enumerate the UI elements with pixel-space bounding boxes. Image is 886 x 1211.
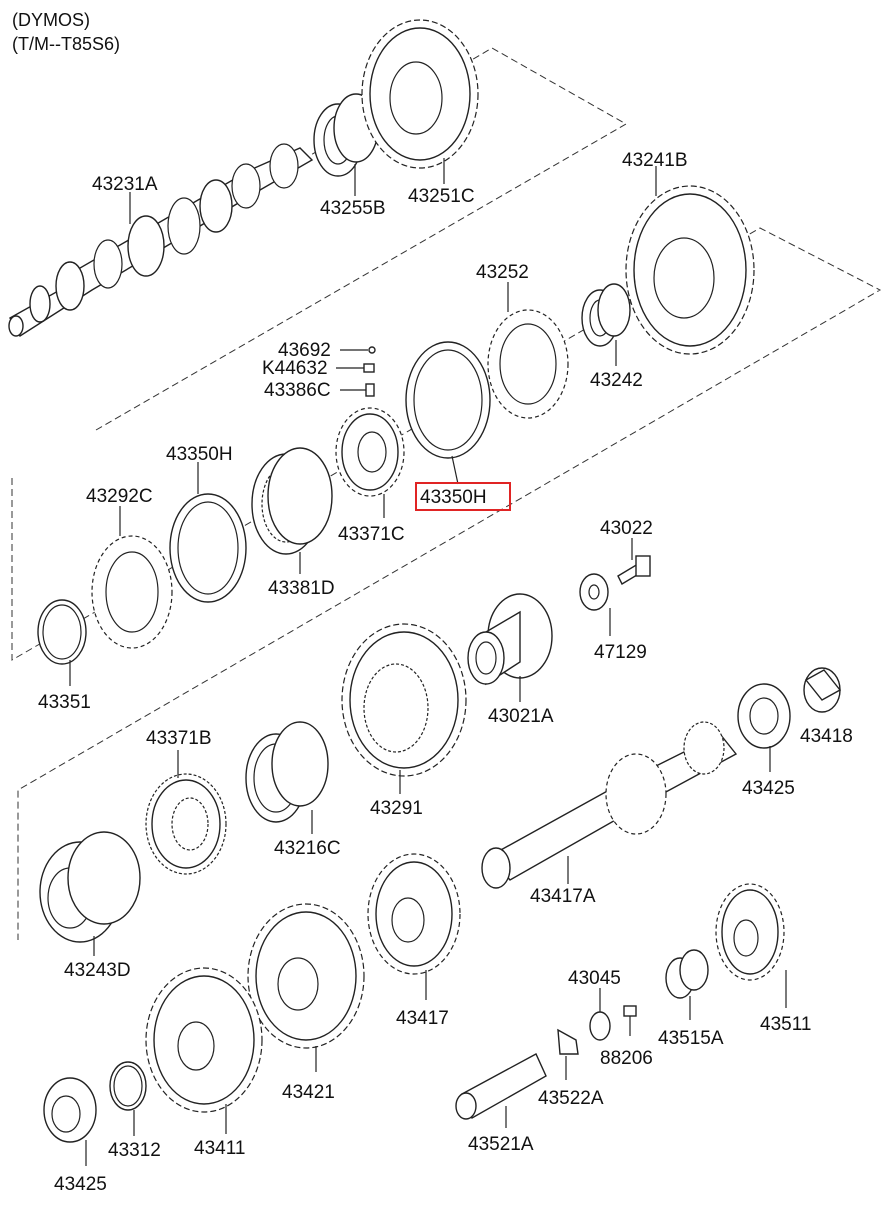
cone-ring-43292C[interactable]	[91, 535, 173, 649]
bearing-retainer-43021A[interactable]	[467, 593, 553, 686]
label-43021A[interactable]: 43021A	[488, 706, 554, 727]
label-43022[interactable]: 43022	[600, 518, 653, 539]
frame-lower	[11, 227, 882, 940]
label-43511[interactable]: 43511	[760, 1014, 811, 1035]
washer-47129[interactable]	[579, 573, 609, 611]
label-43242[interactable]: 43242	[590, 370, 643, 391]
label-43350H-right[interactable]: 43350H	[420, 487, 487, 508]
synchro-ring-43350H-right[interactable]	[405, 341, 491, 459]
label-43241B[interactable]: 43241B	[622, 150, 688, 171]
label-43312[interactable]: 43312	[108, 1140, 161, 1161]
plate-43522A[interactable]	[557, 1028, 579, 1055]
bolt-43022[interactable]	[617, 555, 651, 585]
header-model: (T/M--T85S6)	[12, 34, 120, 54]
label-43425-upper[interactable]: 43425	[742, 778, 795, 799]
needle-bearing-43515A[interactable]	[665, 949, 709, 999]
gear-43411[interactable]	[145, 967, 263, 1113]
label-43692[interactable]: 43692	[278, 340, 331, 361]
snap-ring-43312[interactable]	[109, 1061, 147, 1111]
sleeve-43381D[interactable]	[251, 447, 333, 555]
label-43371C[interactable]: 43371C	[338, 524, 405, 545]
roller-bearing-43243D[interactable]	[39, 831, 141, 943]
label-43521A[interactable]: 43521A	[468, 1134, 534, 1155]
gear-43291[interactable]	[341, 623, 467, 777]
gear-43417[interactable]	[367, 853, 461, 975]
bolt-88206[interactable]	[623, 1005, 637, 1036]
label-43386C[interactable]: 43386C	[264, 380, 331, 401]
header-maker: (DYMOS)	[12, 10, 90, 30]
ball-bearing-43425-upper[interactable]	[737, 683, 791, 749]
label-43425-lower[interactable]: 43425	[54, 1174, 107, 1195]
o-ring-43045[interactable]	[589, 1011, 611, 1041]
hub-43371C[interactable]	[335, 407, 405, 497]
label-43417[interactable]: 43417	[396, 1008, 449, 1029]
cone-ring-43252[interactable]	[487, 309, 569, 419]
input-shaft-part[interactable]	[8, 143, 314, 337]
label-43421[interactable]: 43421	[282, 1082, 335, 1103]
label-43216C[interactable]: 43216C	[274, 838, 341, 859]
countershaft-43417A[interactable]	[481, 721, 738, 889]
label-88206[interactable]: 88206	[600, 1048, 653, 1069]
label-43411[interactable]: 43411	[194, 1138, 245, 1159]
highlight-box	[415, 482, 511, 511]
label-43255B[interactable]: 43255B	[320, 198, 386, 219]
spring-K44632[interactable]	[363, 363, 375, 373]
label-K44632[interactable]: K44632	[262, 358, 328, 379]
label-43045[interactable]: 43045	[568, 968, 621, 989]
ball-43692[interactable]	[368, 346, 376, 354]
snap-ring-43351[interactable]	[37, 599, 87, 665]
label-43418[interactable]: 43418	[800, 726, 853, 747]
label-43371B[interactable]: 43371B	[146, 728, 212, 749]
needle-bearing-43242[interactable]	[581, 283, 631, 347]
gear-43511[interactable]	[715, 883, 785, 981]
label-47129[interactable]: 47129	[594, 642, 647, 663]
hub-43371B[interactable]	[145, 773, 227, 875]
synchro-ring-43350H-left[interactable]	[169, 493, 247, 603]
key-43386C[interactable]	[365, 383, 375, 397]
ball-bearing-43425-lower[interactable]	[43, 1077, 97, 1143]
label-43292C[interactable]: 43292C	[86, 486, 153, 507]
label-43231A[interactable]: 43231A	[92, 174, 158, 195]
label-43350H-left[interactable]: 43350H	[166, 444, 233, 465]
label-43515A[interactable]: 43515A	[658, 1028, 724, 1049]
label-43243D[interactable]: 43243D	[64, 960, 131, 981]
needle-bearing-43216C[interactable]	[245, 721, 329, 823]
label-43522A[interactable]: 43522A	[538, 1088, 604, 1109]
label-43351[interactable]: 43351	[38, 692, 91, 713]
gear-43421[interactable]	[247, 903, 365, 1049]
gear-43241B[interactable]	[625, 185, 755, 355]
label-43381D[interactable]: 43381D	[268, 578, 335, 599]
label-43252[interactable]: 43252	[476, 262, 529, 283]
label-43251C[interactable]: 43251C	[408, 186, 475, 207]
collar-43418[interactable]	[803, 667, 842, 713]
label-43417A[interactable]: 43417A	[530, 886, 596, 907]
needle-bearing-43255B[interactable]	[313, 93, 379, 177]
label-43291[interactable]: 43291	[370, 798, 423, 819]
gear-43251C[interactable]	[361, 19, 479, 169]
reverse-shaft-43521A[interactable]	[455, 1053, 547, 1120]
